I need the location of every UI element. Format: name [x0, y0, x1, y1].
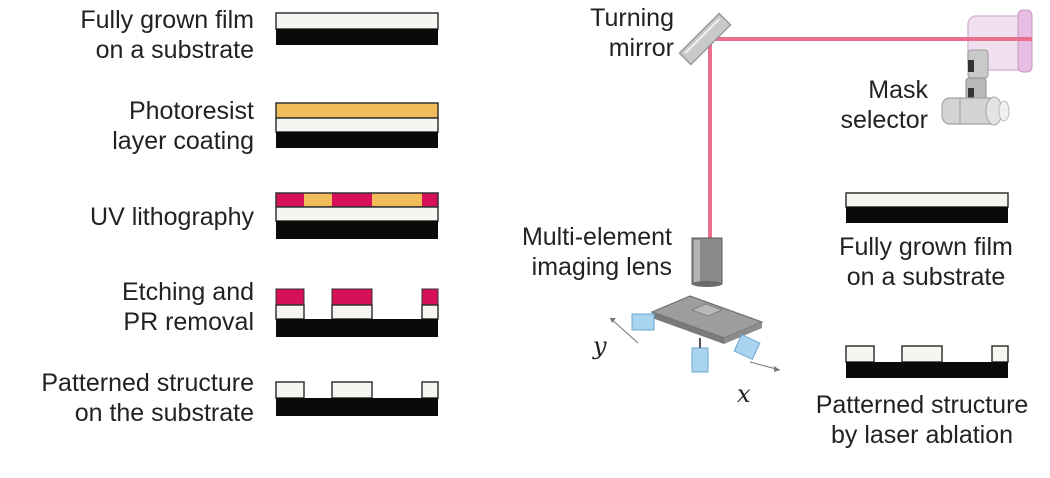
- photoresist-layer: [275, 102, 439, 119]
- imaging-lens: [691, 237, 723, 287]
- label-uv-lithography-line1: UV lithography: [90, 203, 254, 231]
- film-layer: [275, 12, 439, 30]
- film-island: [331, 304, 373, 320]
- label-turning-mirror: Turning mirror: [540, 3, 674, 63]
- label-uv-lithography: UV lithography: [0, 202, 254, 232]
- label-etching-pr-removal-line2: PR removal: [123, 308, 254, 336]
- substrate-layer: [276, 29, 438, 45]
- label-patterned-structure-line2: on the substrate: [74, 399, 254, 427]
- label-mask-selector: Mask selector: [800, 75, 928, 135]
- stack-etching-pr-removal: [275, 288, 439, 337]
- stack-patterned-structure: [275, 381, 439, 416]
- mask-selector-assembly: [941, 49, 1010, 126]
- stack-uv-lithography: [275, 192, 439, 239]
- substrate-layer: [276, 132, 438, 148]
- label-photoresist-coating: Photoresist layer coating: [0, 96, 254, 156]
- label-laser-ablation-line2: by laser ablation: [830, 421, 1014, 449]
- resist-island: [421, 288, 439, 306]
- film-island: [901, 345, 943, 363]
- label-patterned-structure: Patterned structure on the substrate: [0, 368, 254, 428]
- film-island: [421, 304, 439, 320]
- laser-ablation-system: [609, 9, 1033, 378]
- film-layer: [275, 206, 439, 222]
- substrate-layer: [276, 319, 438, 337]
- stage-motor-y: [631, 313, 655, 331]
- label-fully-grown-film-line1: Fully grown film: [80, 6, 254, 34]
- film-island: [991, 345, 1009, 363]
- label-etching-pr-removal-line1: Etching and: [121, 278, 254, 306]
- label-imaging-lens: Multi-element imaging lens: [460, 222, 672, 282]
- label-fully-grown-film-line2: on a substrate: [95, 36, 254, 64]
- unexposed-resist-segment: [372, 193, 422, 207]
- stack-photoresist-coating: [275, 102, 439, 148]
- stack-right-fully-grown-film: [845, 192, 1009, 223]
- substrate-layer: [846, 207, 1008, 223]
- label-right-fully-grown-film-line1: Fully grown film: [839, 233, 1013, 261]
- exposed-resist-segment: [422, 193, 438, 207]
- substrate-layer: [276, 398, 438, 416]
- turning-mirror: [678, 12, 732, 66]
- label-right-fully-grown-film: Fully grown film on a substrate: [806, 232, 1046, 292]
- substrate-layer: [846, 362, 1008, 378]
- label-turning-mirror-line2: mirror: [608, 34, 674, 62]
- film-island: [275, 304, 305, 320]
- axis-x-label: x: [737, 380, 751, 408]
- stack-laser-ablation: [845, 345, 1009, 378]
- label-right-fully-grown-film-line2: on a substrate: [846, 263, 1006, 291]
- label-laser-ablation: Patterned structure by laser ablation: [796, 390, 1048, 450]
- label-photoresist-coating-line2: layer coating: [112, 127, 254, 155]
- exposed-resist-segment: [332, 193, 372, 207]
- label-fully-grown-film: Fully grown film on a substrate: [0, 5, 254, 65]
- label-etching-pr-removal: Etching and PR removal: [0, 277, 254, 337]
- label-photoresist-coating-line1: Photoresist: [128, 97, 254, 125]
- stage-motor-x: [733, 333, 761, 361]
- label-mask-selector-line2: selector: [840, 106, 928, 134]
- substrate-layer: [276, 221, 438, 239]
- film-island: [331, 381, 373, 399]
- label-turning-mirror-line1: Turning: [590, 4, 674, 32]
- label-patterned-structure-line1: Patterned structure: [41, 369, 254, 397]
- label-imaging-lens-line1: Multi-element: [521, 223, 672, 251]
- film-island: [845, 345, 875, 363]
- stage-motor-z: [691, 347, 709, 373]
- label-mask-selector-line1: Mask: [868, 76, 928, 104]
- label-imaging-lens-line2: imaging lens: [531, 253, 672, 281]
- exposed-resist-segment: [276, 193, 304, 207]
- resist-island: [331, 288, 373, 306]
- axis-y-label: y: [593, 332, 607, 360]
- stage-side: [652, 312, 724, 344]
- film-island: [421, 381, 439, 399]
- resist-island: [275, 288, 305, 306]
- process-stacks: [275, 12, 439, 416]
- label-laser-ablation-line1: Patterned structure: [815, 391, 1029, 419]
- translation-stage: [609, 295, 781, 373]
- film-layer: [275, 117, 439, 133]
- mirror-body: [678, 12, 732, 66]
- film-layer: [845, 192, 1009, 208]
- film-island: [275, 381, 305, 399]
- unexposed-resist-segment: [304, 193, 332, 207]
- stack-fully-grown-film: [275, 12, 439, 45]
